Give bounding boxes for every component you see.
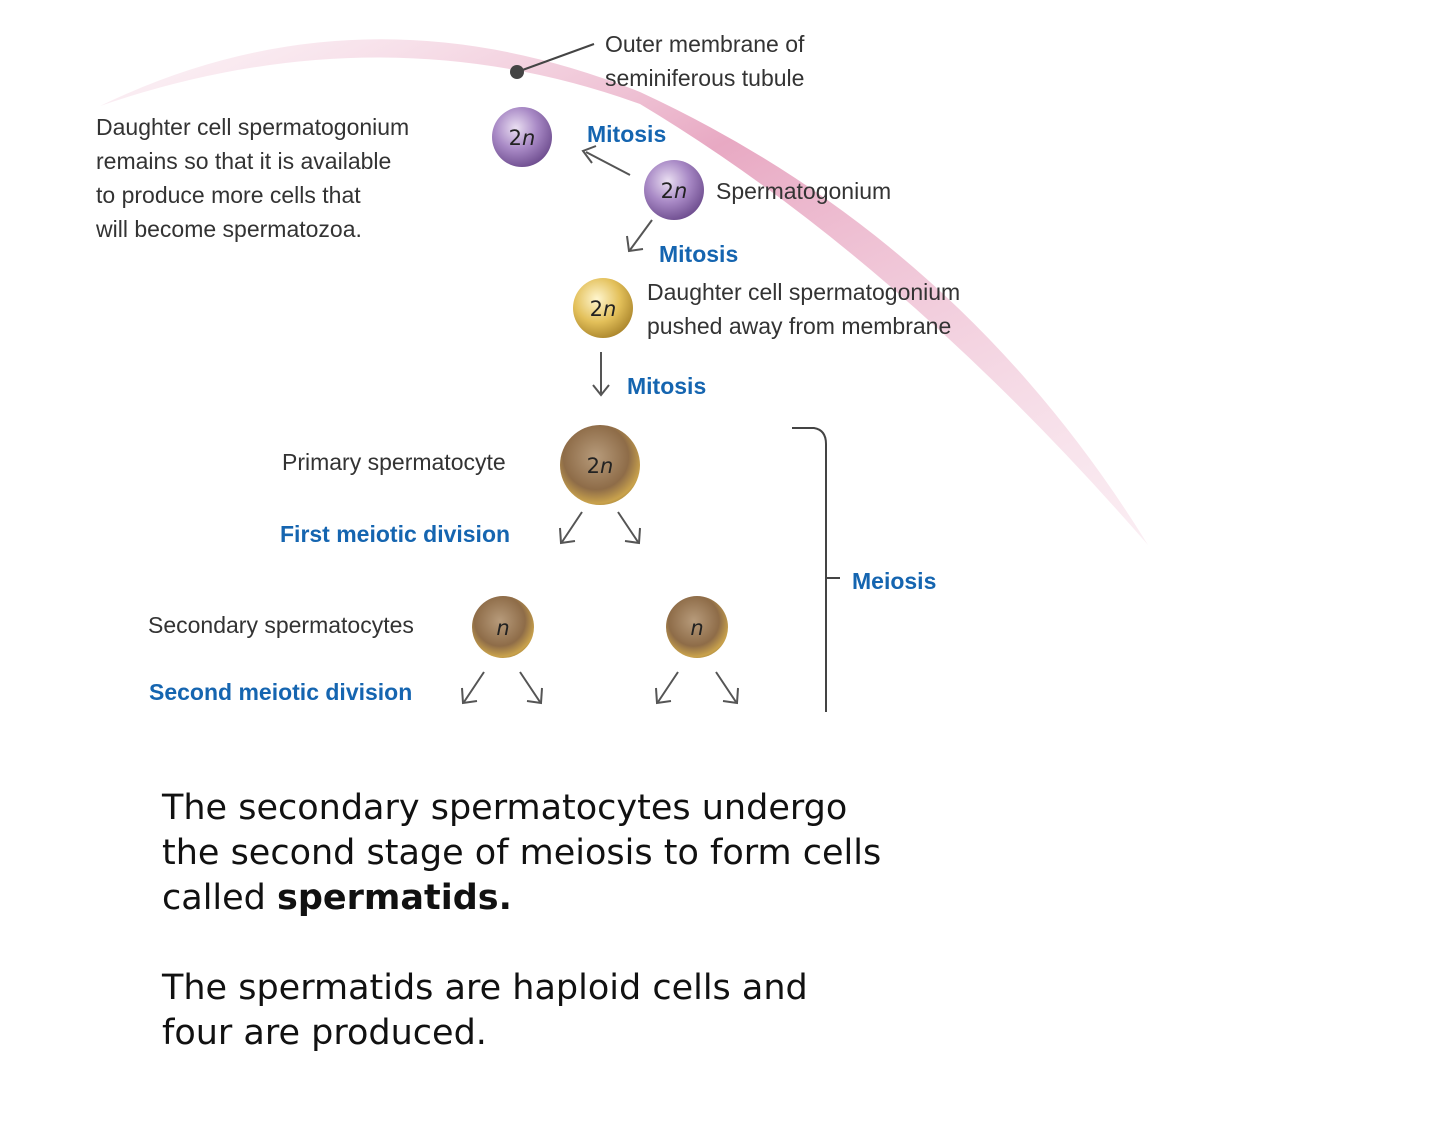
tubule-membrane [100, 39, 1148, 545]
secondary-spermatocytes-label: Secondary spermatocytes [148, 612, 414, 638]
spermatogonium-cell: 2n [644, 160, 704, 220]
meiosis-label: Meiosis [852, 568, 937, 594]
primary-spermatocyte-cell: 2n [560, 425, 640, 505]
svg-text:n: n [496, 616, 509, 640]
pushed-spermatogonium-cell: 2n [573, 278, 633, 338]
spermatids-term: spermatids. [277, 878, 512, 918]
first-division-arrows [559, 511, 641, 545]
secondary-spermatocyte-cell-right: n [666, 596, 728, 658]
spermatogonium-label: Spermatogonium [716, 178, 892, 204]
svg-text:2n: 2n [661, 179, 688, 203]
caption-paragraph-2: The spermatids are haploid cells and fou… [162, 968, 808, 1053]
second-division-arrows-left [461, 671, 543, 705]
mitosis-arrow-down-1 [626, 219, 653, 253]
daughter-cell-remains-label: Daughter cell spermatogonium remains so … [96, 114, 410, 242]
mitosis-arrow-down-2 [592, 352, 610, 397]
second-meiotic-division-label: Second meiotic division [149, 679, 413, 705]
caption-text: The secondary spermatocytes undergo the … [162, 786, 882, 1056]
remaining-spermatogonium-cell: 2n [492, 107, 552, 167]
meiosis-bracket [792, 427, 840, 712]
svg-text:2n: 2n [590, 297, 617, 321]
first-meiotic-division-label: First meiotic division [280, 521, 511, 547]
mitosis-label-2: Mitosis [659, 241, 739, 267]
secondary-spermatocyte-cell-left: n [472, 596, 534, 658]
daughter-cell-pushed-label: Daughter cell spermatogonium pushed away… [647, 279, 961, 339]
caption-paragraph-1: The secondary spermatocytes undergo the … [162, 788, 882, 918]
outer-membrane-label: Outer membrane of seminiferous tubule [605, 31, 805, 91]
second-division-arrows-right [655, 671, 739, 705]
membrane-pointer [510, 43, 595, 79]
mitosis-label-3: Mitosis [627, 373, 707, 399]
svg-text:2n: 2n [587, 454, 614, 478]
mitosis-arrow-left [581, 145, 631, 176]
spermatogenesis-diagram: 2n 2n 2n 2n n n [100, 39, 1148, 712]
svg-text:2n: 2n [509, 126, 536, 150]
svg-text:n: n [690, 616, 703, 640]
primary-spermatocyte-label: Primary spermatocyte [282, 449, 506, 475]
mitosis-label-1: Mitosis [587, 121, 667, 147]
